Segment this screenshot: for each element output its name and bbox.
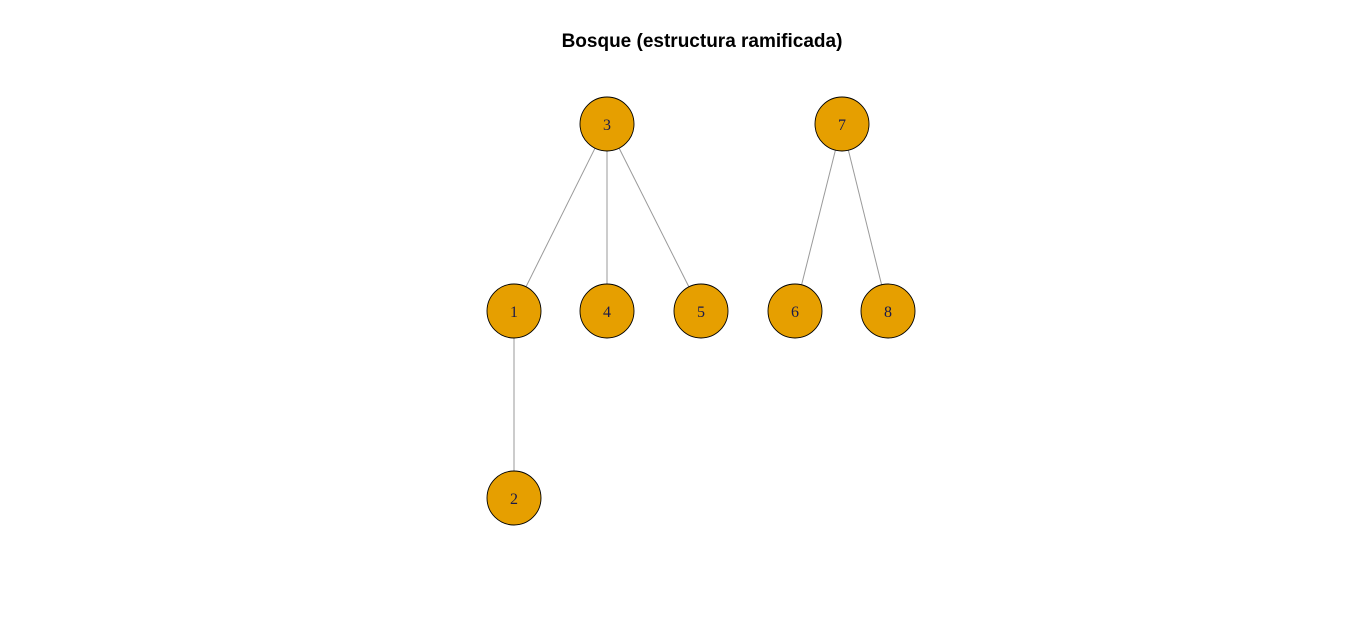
node-4: 4 — [579, 283, 635, 339]
node-label-8: 8 — [884, 304, 892, 321]
node-label-7: 7 — [838, 117, 846, 134]
node-8: 8 — [860, 283, 916, 339]
node-5: 5 — [673, 283, 729, 339]
diagram-title: Bosque (estructura ramificada) — [562, 31, 843, 52]
node-7: 7 — [814, 96, 870, 152]
node-label-3: 3 — [603, 117, 611, 134]
node-label-6: 6 — [791, 304, 799, 321]
edge-3-5 — [618, 147, 690, 288]
node-label-5: 5 — [697, 304, 705, 321]
node-6: 6 — [767, 283, 823, 339]
node-circle-8 — [860, 283, 916, 339]
edges-layer — [513, 147, 883, 471]
node-label-1: 1 — [510, 304, 518, 321]
node-label-4: 4 — [603, 304, 611, 321]
node-3: 3 — [579, 96, 635, 152]
node-circle-1 — [486, 283, 542, 339]
node-2: 2 — [486, 470, 542, 526]
node-circle-7 — [814, 96, 870, 152]
node-circle-4 — [579, 283, 635, 339]
node-circle-6 — [767, 283, 823, 339]
node-circle-2 — [486, 470, 542, 526]
node-1: 1 — [486, 283, 542, 339]
node-circle-3 — [579, 96, 635, 152]
edge-7-8 — [847, 150, 883, 285]
edge-3-1 — [525, 147, 596, 288]
node-label-2: 2 — [510, 491, 518, 508]
nodes-layer: 3 7 1 4 5 6 8 2 — [486, 96, 916, 526]
edge-7-6 — [801, 150, 836, 285]
node-circle-5 — [673, 283, 729, 339]
